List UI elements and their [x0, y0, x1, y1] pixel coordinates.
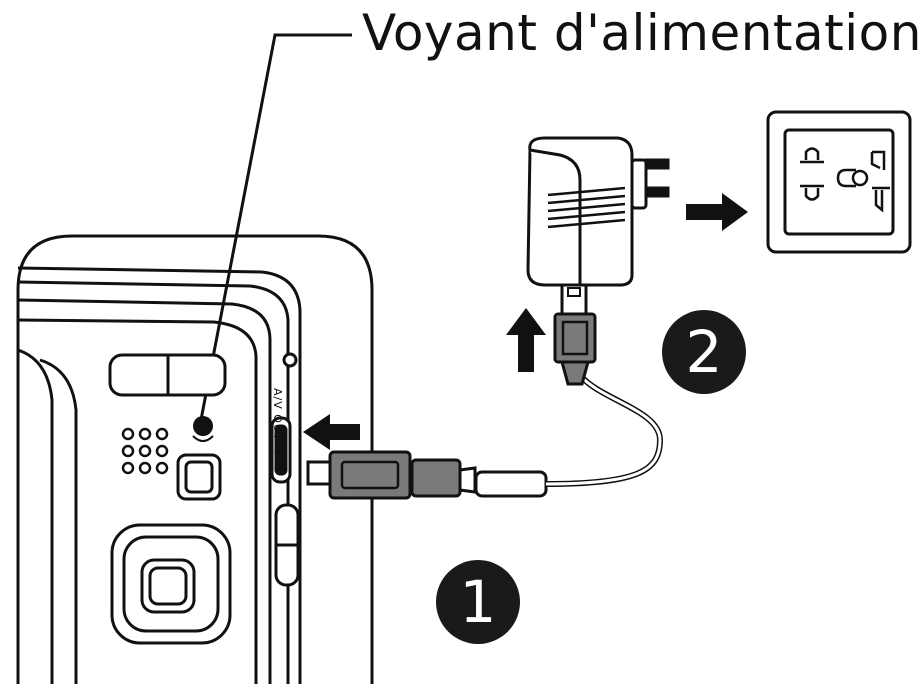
power-led — [193, 416, 213, 436]
arrow-to-outlet — [686, 193, 748, 231]
power-led-ring — [192, 435, 214, 442]
side-controls — [270, 352, 300, 587]
step-badge-2: 2 — [662, 310, 746, 394]
usb-a-connector — [553, 280, 597, 386]
leader-line — [198, 33, 352, 426]
arrow-up — [506, 308, 546, 372]
usb-micro-connector — [306, 450, 548, 500]
speaker-grille — [121, 427, 169, 475]
arrow-to-camera — [303, 414, 360, 450]
power-adapter — [526, 136, 670, 287]
flash-window — [108, 353, 227, 397]
camera-body — [16, 234, 374, 684]
step-badge-1: 1 — [436, 560, 520, 644]
wall-outlet — [766, 110, 912, 254]
control-pad — [110, 523, 232, 645]
diagram-title: Voyant d'alimentation — [362, 4, 922, 62]
mode-button — [176, 453, 222, 501]
av-out-label: A/V OUT ⇋ — [271, 388, 284, 456]
usb-cable — [545, 367, 664, 487]
